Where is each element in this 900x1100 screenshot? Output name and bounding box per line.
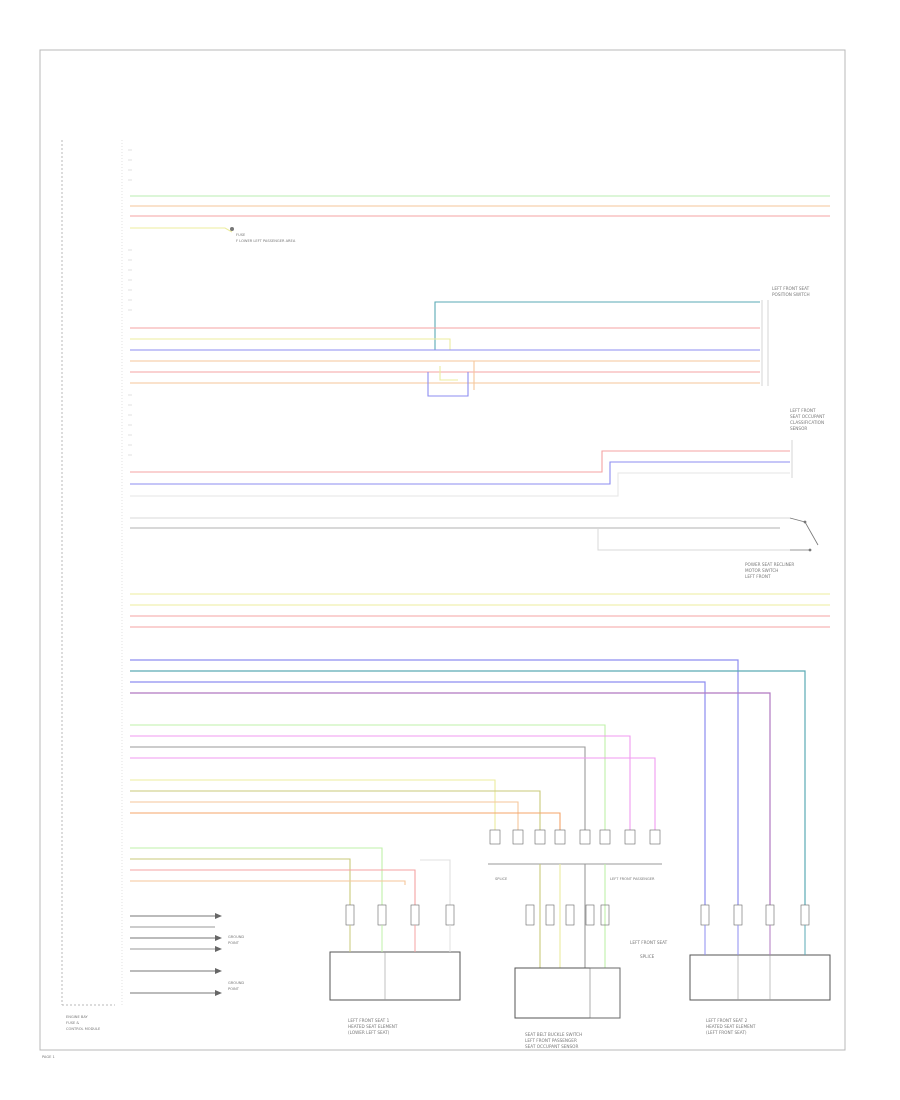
wire-group-4 [130,517,790,551]
component-label-occupant-sensor-3: CLASSIFICATION [790,420,824,425]
wire-group-6 [130,659,806,905]
splice-label-left: SPLICE [495,877,508,881]
heated-element-right: LEFT FRONT SEAT 2 HEATED SEAT ELEMENT (L… [689,954,831,1035]
module-pin-marks [128,149,132,456]
splice-label-right: LEFT FRONT PASSENGER [610,877,655,881]
wire-group-2 [130,301,760,397]
bottom-label-1a: LEFT FRONT SEAT 1 [348,1018,390,1023]
component-label-occupant-sensor-1: LEFT FRONT [790,408,816,413]
module-label-line-3: CONTROL MODULE [66,1027,101,1031]
heated-element-left: LEFT FRONT SEAT 1 HEATED SEAT ELEMENT (L… [329,951,461,1035]
occupant-sensor-connector: LEFT FRONT SEAT OCCUPANT CLASSIFICATION … [790,408,825,478]
bottom-label-2b: LEFT FRONT PASSENGER [525,1038,577,1043]
ground-arrows-2 [215,968,222,996]
bottom-label-3b: HEATED SEAT ELEMENT [706,1024,756,1029]
ground-label-1a: GROUND [228,935,244,939]
component-label-recliner-1: POWER SEAT RECLINER [745,562,794,567]
wire-group-5 [130,593,830,628]
module-label-line-2: FUSE & [66,1021,79,1025]
ground-arrows-1 [215,913,222,952]
component-drops [349,925,806,955]
ground-wires-1 [130,915,215,950]
wire-group-3 [130,450,790,497]
mid-label-1: LEFT FRONT SEAT [630,940,668,945]
seat-belt-buckle-switch: LEFT FRONT SEAT SPLICE SEAT BELT BUCKLE … [514,940,668,1049]
ground-wires-2 [130,970,215,994]
connector-pins [345,904,810,926]
bottom-label-1c: (LOWER LEFT SEAT) [348,1030,390,1035]
wire-group-8 [130,847,451,905]
ground-label-2a: GROUND [228,981,244,985]
component-label-position-switch-1: LEFT FRONT SEAT [772,286,810,291]
bottom-label-2a: SEAT BELT BUCKLE SWITCH [525,1032,582,1037]
left-control-module: ENGINE BAY FUSE & CONTROL MODULE [61,140,123,1031]
fuse-note-2: F LOWER LEFT PASSENGER AREA [236,239,296,243]
fuse-note-1: FUSE [236,233,246,237]
wire-group-1 [130,195,830,233]
mid-label-2: SPLICE [640,954,655,959]
splice-to-buckle-wires [539,864,606,968]
component-label-position-switch-2: POSITION SWITCH [772,292,810,297]
page-footer: PAGE 1 [42,1055,55,1059]
component-label-recliner-2: MOTOR SWITCH [745,568,778,573]
wire-group-7 [130,724,656,830]
bottom-label-1b: HEATED SEAT ELEMENT [348,1024,398,1029]
ground-label-2b: POINT [228,987,240,991]
recliner-switch-symbol [789,517,819,552]
bottom-label-3a: LEFT FRONT SEAT 2 [706,1018,748,1023]
component-label-occupant-sensor-2: SEAT OCCUPANT [790,414,825,419]
position-switch-connector: LEFT FRONT SEAT POSITION SWITCH [761,286,810,386]
diagram-frame [39,49,846,1051]
module-label-line-1: ENGINE BAY [66,1015,89,1019]
bottom-label-3c: (LEFT FRONT SEAT) [706,1030,747,1035]
component-label-occupant-sensor-4: SENSOR [790,426,807,431]
splice-connector-row: SPLICE LEFT FRONT PASSENGER [488,829,662,881]
ground-label-1b: POINT [228,941,240,945]
bottom-label-2c: SEAT OCCUPANT SENSOR [525,1044,578,1049]
component-label-recliner-3: LEFT FRONT [745,574,771,579]
